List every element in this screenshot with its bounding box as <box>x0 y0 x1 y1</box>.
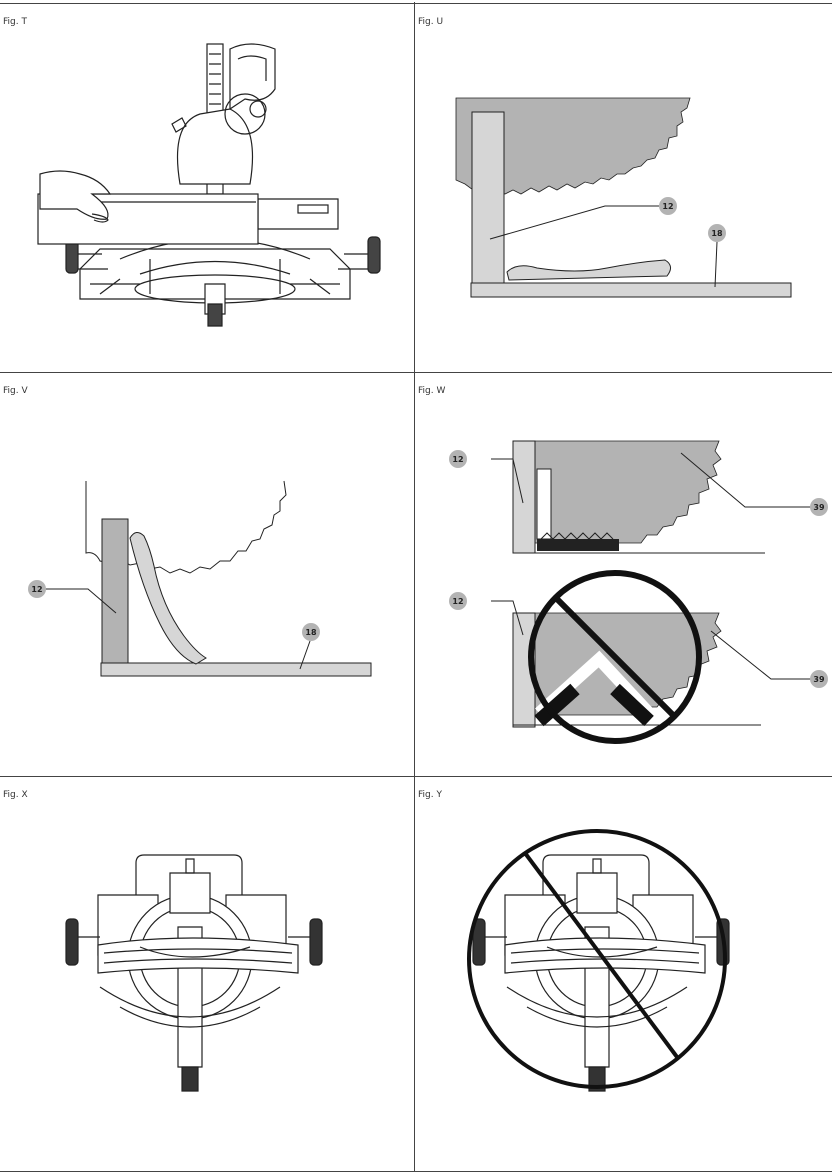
figure-t-illustration <box>37 43 381 327</box>
callout-12-u: 12 <box>659 197 677 215</box>
incorrect-setup <box>491 570 811 744</box>
figure-u-label: Fig. U <box>418 17 444 27</box>
callout-12-v: 12 <box>28 580 46 598</box>
table-18 <box>100 662 372 677</box>
figure-v-panel: Fig. V 12 18 <box>0 373 414 776</box>
fence-12 <box>471 111 505 286</box>
figure-u-illustration: 12 18 <box>455 97 792 298</box>
svg-text:12: 12 <box>31 585 42 594</box>
figure-w-illustration: 12 39 12 39 <box>449 440 828 744</box>
svg-text:18: 18 <box>711 229 723 238</box>
figure-t-panel: Fig. T <box>0 4 414 372</box>
svg-text:12: 12 <box>662 202 673 211</box>
figure-x-panel: Fig. X <box>0 777 414 1171</box>
frame-row1-divider <box>0 372 832 373</box>
fence-12 <box>101 518 129 664</box>
callout-39-w-top: 39 <box>810 498 828 516</box>
callout-12-w-bottom: 12 <box>449 592 467 610</box>
figure-y-panel: Fig. Y <box>415 777 832 1171</box>
frame-center-divider <box>414 2 415 1172</box>
frame-bottom-line <box>0 1171 832 1172</box>
figure-v-label: Fig. V <box>3 386 28 396</box>
figure-t-label: Fig. T <box>3 17 27 27</box>
svg-text:39: 39 <box>813 675 825 684</box>
figure-w-label: Fig. W <box>418 386 446 396</box>
figure-x-label: Fig. X <box>3 790 28 800</box>
debris-strip <box>129 532 207 665</box>
figure-v-illustration: 12 18 <box>28 480 372 677</box>
callout-18-u: 18 <box>708 224 726 242</box>
callout-12-w-top: 12 <box>449 450 467 468</box>
svg-text:12: 12 <box>452 597 463 606</box>
figure-w-panel: Fig. W 12 39 <box>415 373 832 776</box>
callout-39-w-bottom: 39 <box>810 670 828 688</box>
correct-setup <box>491 440 811 554</box>
prohibition-symbol <box>467 829 727 1089</box>
figure-x-illustration <box>65 854 323 1092</box>
debris-strip <box>506 259 671 281</box>
frame-row2-divider <box>0 776 832 777</box>
figure-u-panel: Fig. U 12 18 <box>415 4 832 372</box>
svg-text:18: 18 <box>305 628 317 637</box>
callout-18-v: 18 <box>302 623 320 641</box>
svg-text:12: 12 <box>452 455 463 464</box>
figure-y-label: Fig. Y <box>418 790 442 800</box>
figure-y-illustration <box>467 829 730 1092</box>
table-18 <box>470 282 792 298</box>
frame-top-line <box>0 3 832 4</box>
miter-saw-top-view <box>65 854 323 1092</box>
svg-text:39: 39 <box>813 503 825 512</box>
miter-saw-front-view <box>37 43 381 327</box>
